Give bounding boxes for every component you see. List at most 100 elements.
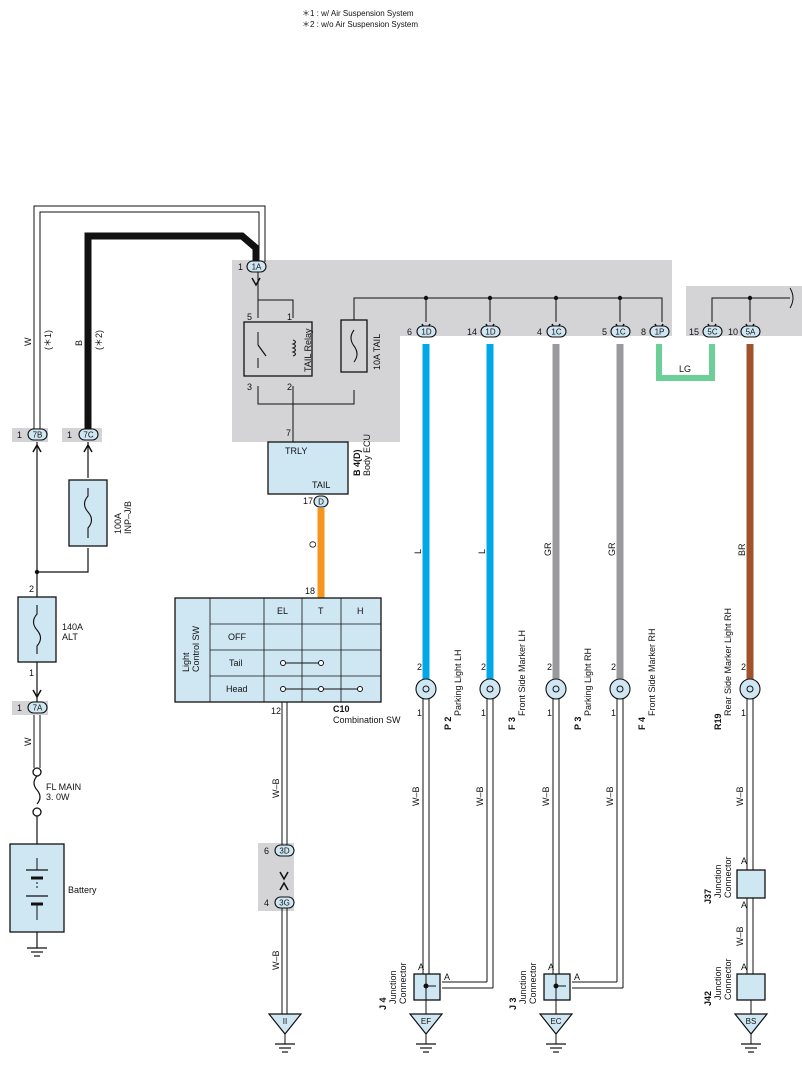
wire-inp-out	[37, 548, 89, 573]
sw-row-off: OFF	[228, 632, 246, 642]
fl-main-link	[32, 767, 42, 817]
splice-right	[747, 295, 753, 301]
pin-10: 10	[728, 327, 738, 337]
j42-pin-a: A	[741, 962, 747, 972]
relay-pin-1: 1	[287, 312, 292, 322]
wire-star2-label: (＊2)	[94, 330, 104, 350]
svg-text:ALT: ALT	[62, 632, 78, 642]
j37-name: Junction Connector	[713, 856, 733, 898]
lamp-p2	[415, 678, 437, 700]
wire-b	[84, 232, 260, 434]
pin-alt-2: 2	[29, 584, 34, 594]
arrow-1a	[251, 277, 261, 287]
svg-text:Connector: Connector	[723, 958, 733, 1000]
j4-pin-a1: A	[418, 962, 424, 972]
j4-internal	[423, 974, 436, 1000]
tail-fuse-element	[350, 329, 358, 363]
pin-6d: 6	[264, 846, 269, 856]
lamp-p3	[545, 678, 567, 700]
svg-text:5C: 5C	[707, 328, 717, 337]
j4-pin-a2: A	[444, 972, 450, 982]
tail-relay	[243, 321, 313, 377]
wire-wb-comb-label-1: W–B	[271, 778, 281, 798]
inp-fuse-element	[83, 488, 93, 538]
j3-name: Junction Connector	[518, 962, 538, 1004]
f4-code: F 4	[637, 717, 647, 730]
svg-text:Junction: Junction	[713, 966, 723, 1000]
svg-text:Junction: Junction	[713, 864, 723, 898]
comb-code: C10	[333, 704, 350, 714]
p3-pin-1: 1	[547, 708, 552, 718]
p3-code: P 3	[573, 717, 583, 730]
svg-text:Control SW: Control SW	[191, 625, 201, 672]
svg-text:INP–J/B: INP–J/B	[123, 501, 133, 534]
connector-3g: 3G	[274, 896, 295, 909]
wire-b-label: B	[74, 340, 84, 346]
wire-l-2-label: L	[477, 549, 487, 554]
svg-text:3G: 3G	[279, 899, 290, 908]
f4-pin-1: 1	[611, 708, 616, 718]
r19-pin-1: 1	[741, 708, 746, 718]
svg-text:1P: 1P	[655, 328, 665, 337]
splice-left	[34, 569, 40, 575]
sw-row-head: Head	[226, 684, 248, 694]
j3-pin-a1: A	[548, 962, 554, 972]
svg-text:1A: 1A	[252, 263, 262, 272]
tail-fuse-label: 10A TAIL	[372, 334, 382, 370]
relay-pin-2: 2	[287, 382, 292, 392]
p2-name: Parking Light LH	[453, 649, 463, 716]
lamp-f4	[609, 678, 631, 700]
arrow-3d	[279, 871, 289, 881]
pin-1a: 1	[238, 262, 243, 272]
wire-wb-f3-label: W–B	[475, 786, 485, 806]
ground-ef: EF	[408, 1000, 444, 1053]
p3-name: Parking Light RH	[583, 648, 593, 716]
fl-main-label: FL MAIN	[46, 782, 81, 792]
light-control-sw-label: Light Control SW	[181, 625, 201, 672]
j3-pin-a2: A	[574, 972, 580, 982]
svg-text:7A: 7A	[33, 704, 43, 713]
svg-text:EF: EF	[421, 1017, 431, 1026]
alt-fuse-label: 140A ALT	[62, 622, 83, 642]
tail-relay-label: TAIL Relay	[303, 328, 313, 372]
svg-text:1C: 1C	[615, 328, 625, 337]
wire-wb-r19-label: W–B	[735, 786, 745, 806]
svg-text:1D: 1D	[421, 328, 431, 337]
pin-4: 4	[537, 327, 542, 337]
arrow-7a	[32, 689, 42, 699]
f3-name: Front Side Marker LH	[517, 630, 527, 716]
sw-header-h: H	[357, 606, 364, 616]
p2-pin-2: 2	[417, 662, 422, 672]
svg-text:Junction: Junction	[388, 970, 398, 1004]
inp-fuse-label: 100A INP–J/B	[113, 501, 133, 534]
svg-text:1C: 1C	[551, 328, 561, 337]
wire-gr-2-label: GR	[607, 542, 617, 556]
j3-code: J 3	[508, 997, 518, 1010]
sw-header-el: EL	[277, 606, 288, 616]
tail-fuse	[340, 319, 368, 373]
wire-lg-label: LG	[679, 364, 691, 374]
svg-text:Connector: Connector	[528, 962, 538, 1004]
pin-14: 14	[467, 327, 477, 337]
svg-text:5A: 5A	[746, 328, 756, 337]
wire-wb-f4-label: W–B	[605, 786, 615, 806]
r19-code: R19	[713, 713, 723, 730]
arrow-7b	[32, 443, 42, 453]
p3-pin-2: 2	[547, 662, 552, 672]
battery-label: Battery	[68, 885, 97, 895]
connector-1a: 1A	[246, 260, 267, 273]
svg-text:1D: 1D	[485, 328, 495, 337]
wire-wb-p2-label: W–B	[411, 786, 421, 806]
j42-name: Junction Connector	[713, 958, 733, 1000]
svg-text:Junction: Junction	[518, 970, 528, 1004]
wire-w-batt	[33, 715, 41, 768]
j3-internal	[553, 974, 566, 1000]
note-1: ＊1 : w/ Air Suspension System	[302, 9, 414, 18]
connector-7a: 7A	[27, 701, 48, 714]
ground-ii: II	[267, 1013, 303, 1053]
wire-lg	[656, 344, 715, 381]
connector-7c: 7C	[78, 428, 99, 441]
pin-7b: 1	[17, 430, 22, 440]
wire-w-label: W	[23, 337, 33, 346]
